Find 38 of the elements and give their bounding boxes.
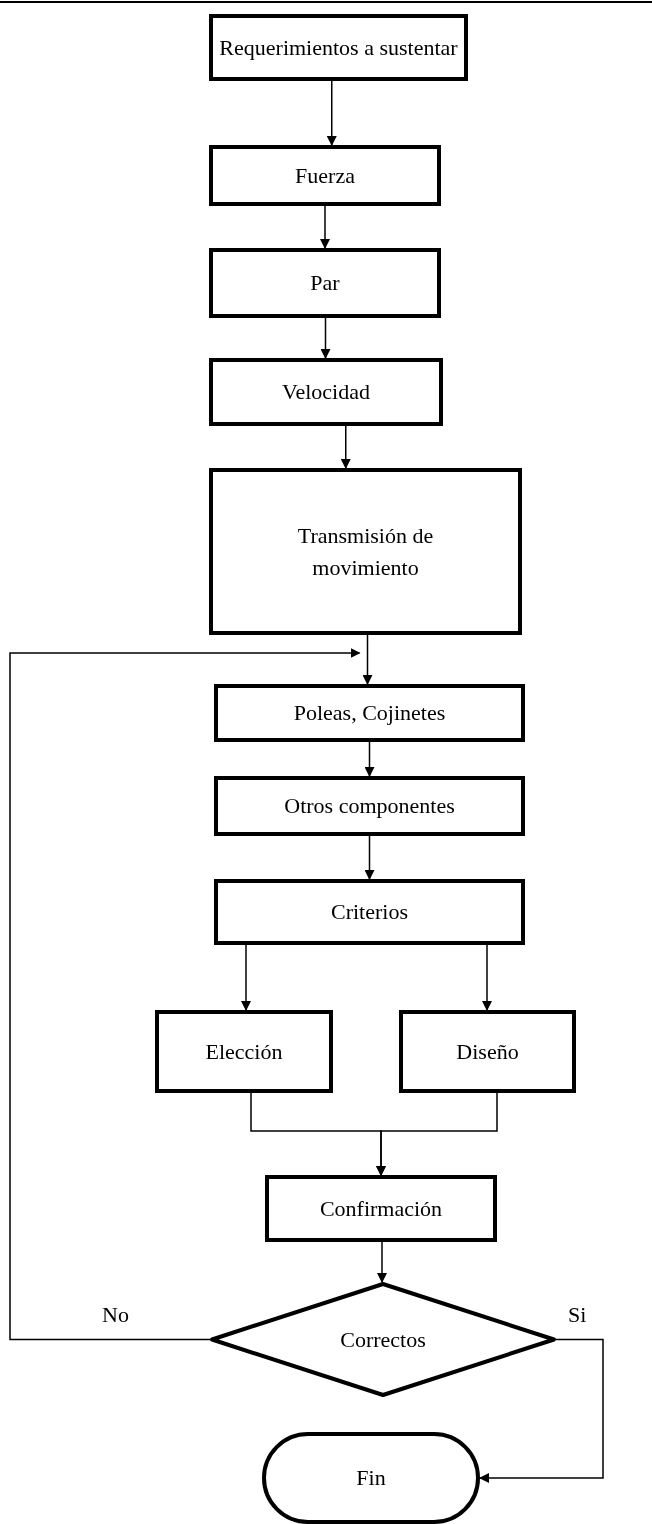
node-label: Requerimientos a sustentar [219, 33, 458, 62]
arrow [9, 648, 361, 1341]
node-label: Velocidad [282, 378, 370, 407]
process-box [155, 1010, 333, 1093]
arrow [364, 741, 375, 777]
arrow [364, 835, 375, 880]
process-box [399, 1010, 576, 1093]
process-box [214, 776, 525, 836]
arrow [479, 1338, 604, 1483]
node-label: Transmisión de movimiento [296, 521, 435, 582]
node-label: Poleas, Cojinetes [293, 699, 446, 728]
arrow [340, 425, 351, 469]
process-box [209, 468, 522, 635]
arrow [241, 944, 251, 1011]
process-box [214, 684, 525, 742]
process-box [209, 14, 468, 81]
arrow [320, 205, 330, 249]
node-label: Par [310, 269, 340, 298]
node-label: Diseño [456, 1037, 519, 1066]
arrow [326, 80, 337, 146]
node-label: Correctos [340, 1325, 426, 1354]
process-box [209, 358, 443, 426]
arrow [482, 944, 492, 1011]
arrow [377, 1241, 387, 1283]
process-box [209, 145, 441, 206]
arrow [320, 317, 331, 359]
node-label: Otros componentes [284, 792, 455, 821]
arrow [376, 1092, 498, 1176]
node-label: Criterios [331, 898, 408, 927]
decision-diamond [210, 1282, 556, 1397]
node-label: Fuerza [295, 161, 355, 190]
node-label: Fin [356, 1464, 386, 1493]
process-box [209, 248, 441, 318]
process-box [265, 1175, 497, 1242]
node-label: Elección [205, 1037, 283, 1066]
arrow [362, 634, 373, 685]
node-label: Confirmación [319, 1194, 443, 1223]
process-box [214, 879, 525, 945]
